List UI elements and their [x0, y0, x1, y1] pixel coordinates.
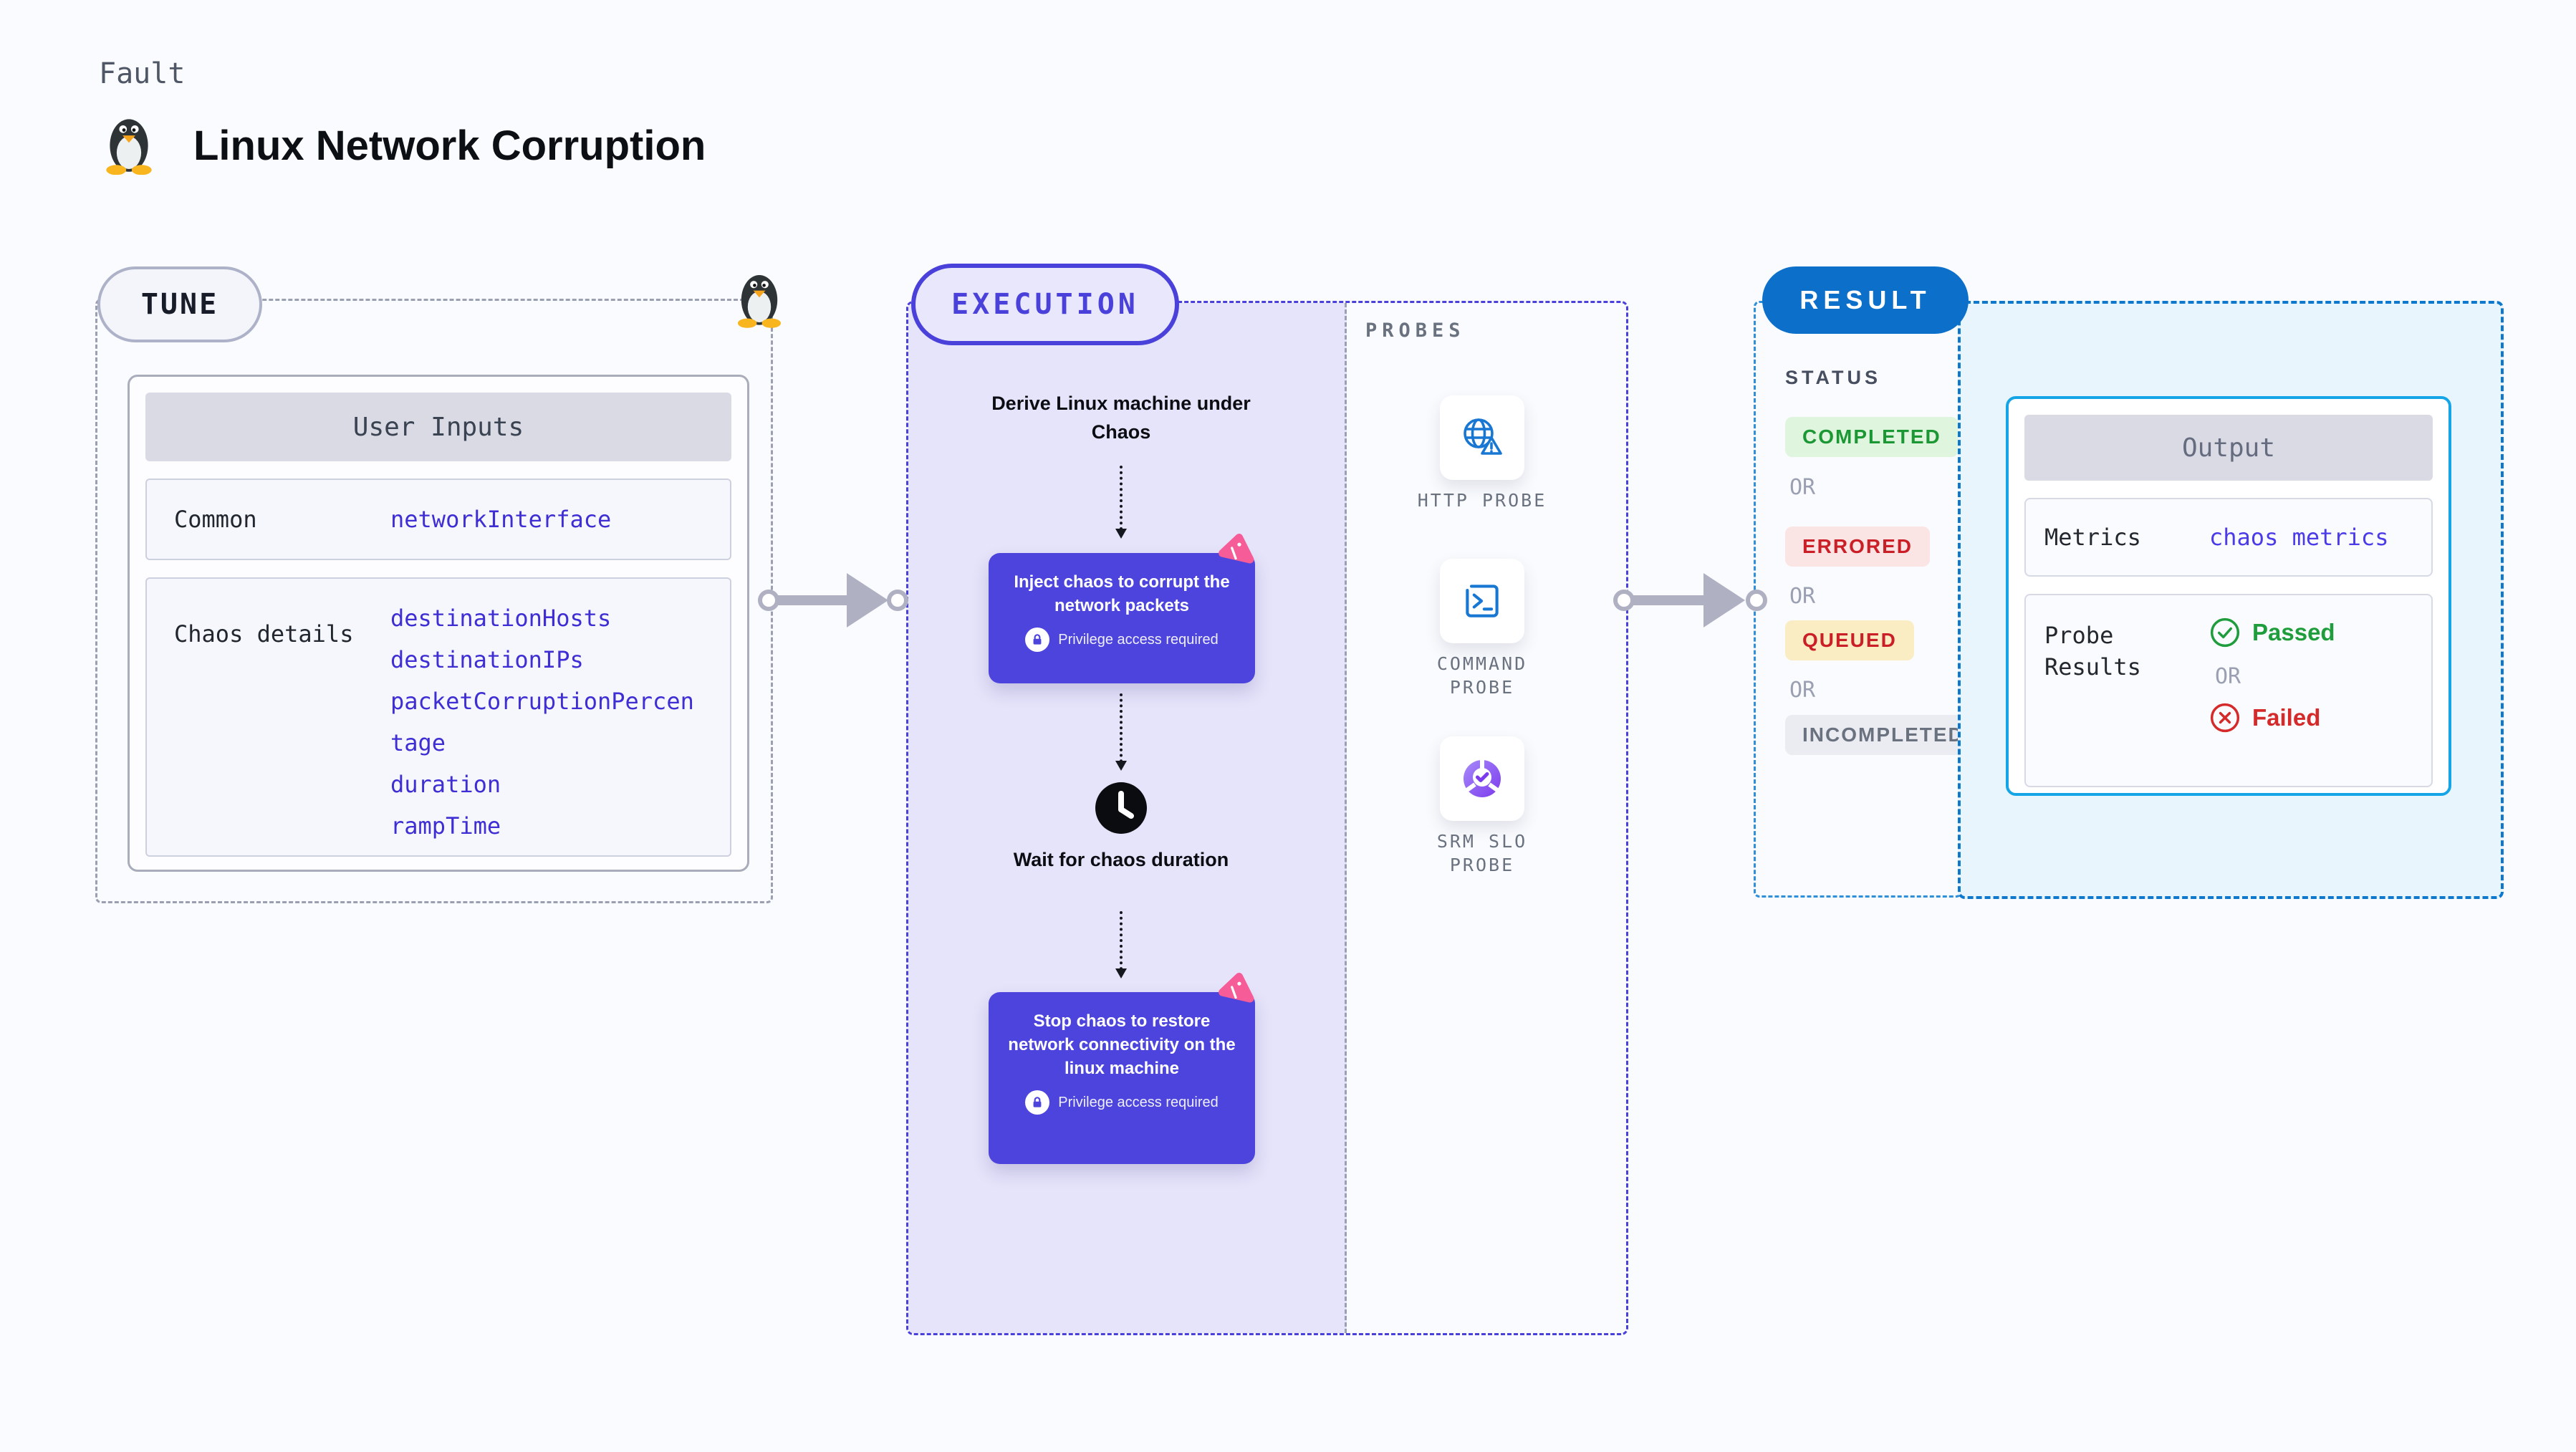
chaos-value: packetCorruptionPercentage: [390, 688, 694, 756]
passed-label: Passed: [2252, 619, 2335, 645]
probes-divider: [1345, 303, 1347, 1333]
failed-label: Failed: [2252, 704, 2321, 731]
or-separator: OR: [1789, 475, 1816, 500]
probe-card-srm-slo: [1440, 736, 1524, 821]
penguin-icon: [106, 119, 152, 175]
connector-arrowhead: [847, 573, 888, 628]
metrics-value: chaos metrics: [2209, 524, 2389, 551]
probes-label: PROBES: [1365, 319, 1466, 342]
lock-icon: [1025, 628, 1050, 652]
probe-card-command: [1440, 559, 1524, 643]
user-inputs-table: User Inputs Common networkInterface Chao…: [128, 375, 749, 872]
lock-icon: [1025, 1090, 1050, 1115]
connector-circle: [887, 590, 908, 611]
status-badge-queued: QUEUED: [1785, 620, 1914, 660]
slo-donut-icon: [1464, 759, 1501, 797]
terminal-icon: [1466, 585, 1499, 617]
status-badge-completed: COMPLETED: [1785, 417, 1959, 457]
output-header: Output: [2024, 415, 2433, 481]
step-inject-label: Inject chaos to corrupt the network pack…: [1014, 572, 1230, 615]
output-card: Output Metrics chaos metrics Probe Resul…: [2006, 396, 2451, 796]
connector-circle: [758, 590, 779, 611]
connector-line: [1630, 595, 1706, 605]
failed-line: Failed: [2209, 702, 2335, 734]
chaos-value: rampTime: [390, 812, 501, 840]
probe-name: COMMAND PROBE: [1436, 653, 1528, 698]
row-value: networkInterface: [390, 506, 612, 533]
probe-name: SRM SLO PROBE: [1436, 831, 1528, 875]
step-derive: Derive Linux machine under Chaos: [991, 393, 1251, 443]
connector-circle: [1746, 590, 1767, 611]
or-separator: OR: [2215, 664, 2241, 689]
user-inputs-header: User Inputs: [145, 393, 731, 461]
probe-results-label: Probe Results: [2044, 622, 2141, 681]
row-values: destinationHosts destinationIPs packetCo…: [390, 579, 706, 855]
page-title: Linux Network Corruption: [193, 122, 706, 169]
privilege-label: Privilege access required: [1058, 1094, 1219, 1110]
step-stop-label: Stop chaos to restore network connectivi…: [1008, 1011, 1236, 1078]
connector-arrowhead: [1703, 573, 1745, 628]
status-badge-incompleted: INCOMPLETED: [1785, 715, 1981, 755]
connector-line: [775, 595, 850, 605]
x-circle-icon: [2210, 703, 2240, 733]
penguin-icon: [738, 275, 781, 328]
probe-results-row: Probe Results Passed OR Failed: [2024, 594, 2433, 787]
chaos-spark-icon: [1219, 533, 1254, 564]
chaos-value: destinationHosts: [390, 605, 612, 632]
fault-kicker: Fault: [99, 57, 186, 90]
or-separator: OR: [1789, 678, 1816, 703]
probe-results-values: Passed OR Failed: [2209, 595, 2335, 786]
status-label: STATUS: [1785, 367, 1881, 388]
probe-name: HTTP PROBE: [1417, 490, 1547, 511]
result-badge: RESULT: [1762, 266, 1969, 334]
flow-arrow-down: [1115, 693, 1127, 771]
status-panel: [1754, 301, 1962, 898]
step-inject-node: Inject chaos to corrupt the network pack…: [989, 533, 1255, 683]
metrics-row: Metrics chaos metrics: [2024, 498, 2433, 577]
clock-icon: [1095, 782, 1147, 834]
flow-arrow-down: [1115, 466, 1127, 539]
connector-circle: [1613, 590, 1635, 611]
step-wait: Wait for chaos duration: [1013, 849, 1229, 870]
or-separator: OR: [1789, 584, 1816, 609]
chaos-value: destinationIPs: [390, 646, 584, 673]
privilege-row: Privilege access required: [989, 628, 1255, 652]
metrics-label: Metrics: [2044, 524, 2141, 551]
privilege-label: Privilege access required: [1058, 631, 1219, 648]
chaos-value: duration: [390, 771, 501, 798]
step-stop-node: Stop chaos to restore network connectivi…: [989, 972, 1255, 1164]
passed-line: Passed: [2209, 617, 2335, 648]
table-row-chaos-details: Chaos details destinationHosts destinati…: [145, 577, 731, 857]
chaos-spark-icon: [1219, 972, 1254, 1003]
flow-arrow-down: [1115, 911, 1127, 979]
check-circle-icon: [2210, 617, 2240, 648]
tune-badge: TUNE: [97, 266, 262, 342]
execution-badge: EXECUTION: [911, 264, 1179, 345]
row-label: Chaos details: [174, 620, 354, 648]
globe-alert-icon: [1464, 418, 1502, 455]
row-label: Common: [174, 506, 257, 533]
privilege-row: Privilege access required: [989, 1090, 1255, 1115]
table-row-common: Common networkInterface: [145, 479, 731, 560]
probe-card-http: [1440, 395, 1524, 480]
status-badge-errored: ERRORED: [1785, 527, 1931, 567]
